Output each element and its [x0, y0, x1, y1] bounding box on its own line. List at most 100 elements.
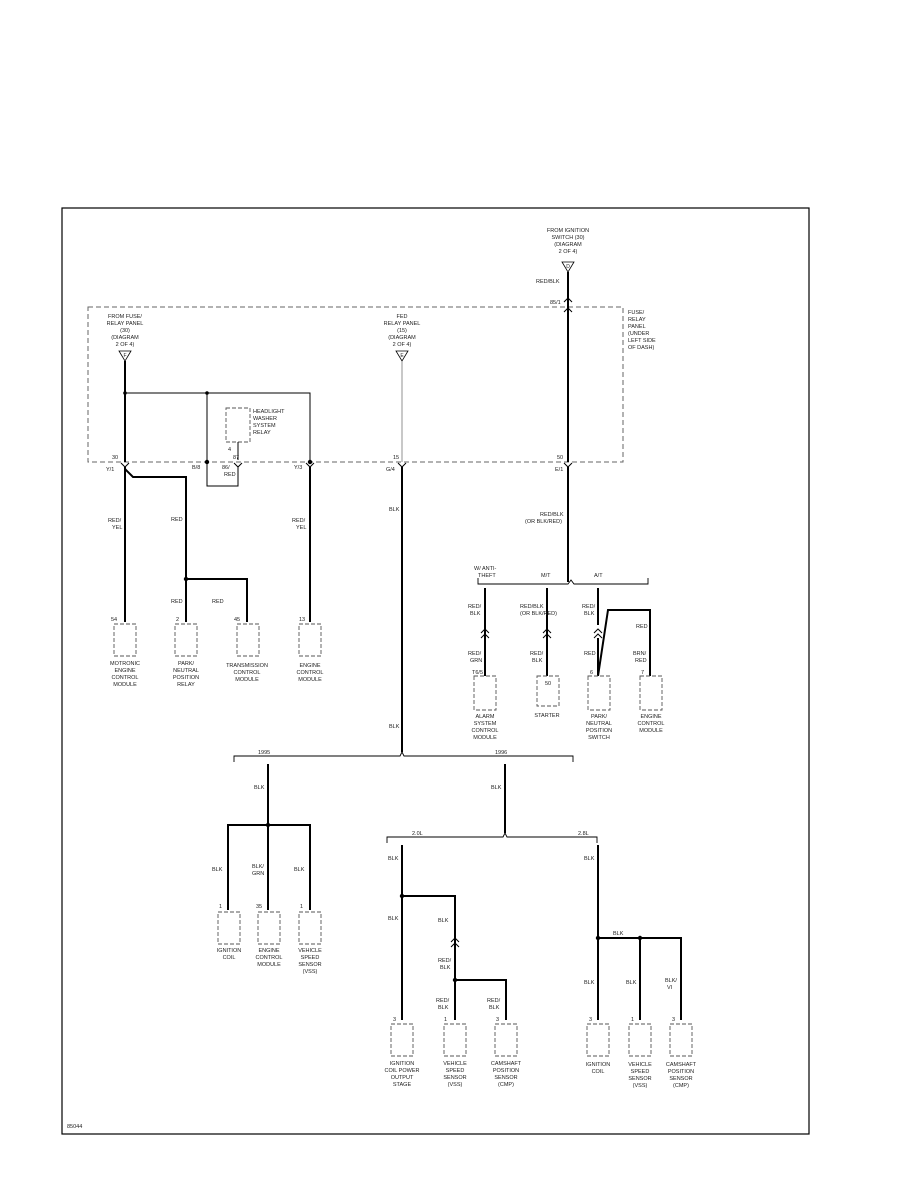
label-text: 50	[545, 681, 551, 687]
label-text: BLK	[388, 856, 399, 862]
label-text: PARK/	[591, 714, 608, 720]
label-text: CONTROL	[112, 675, 139, 681]
label-text: (DIAGRAM	[388, 335, 416, 341]
label-text: BLK	[470, 611, 481, 617]
fuse-relay-source: FROM FUSE/ RELAY PANEL (30) (DIAGRAM 2 O…	[107, 314, 143, 362]
label-text: RED/BLK	[520, 604, 544, 610]
label-text: 6	[590, 670, 593, 676]
label-text: 1	[300, 904, 303, 910]
label-text: RED/	[582, 604, 596, 610]
label-text: Y/3	[294, 465, 302, 471]
diagram-frame	[61, 207, 810, 1135]
label-text: 7	[641, 670, 644, 676]
label-text: IGNITION	[217, 948, 241, 954]
label-text: BLK	[389, 724, 400, 730]
ignition-switch-source: FROM IGNITION SWITCH (30) (DIAGRAM 2 OF …	[547, 228, 589, 273]
label-text: NEUTRAL	[173, 668, 199, 674]
label-text: SENSOR	[443, 1075, 466, 1081]
connector-symbol	[480, 628, 490, 639]
connector-symbol	[118, 350, 132, 362]
label-text: (OR BLK/RED)	[520, 611, 557, 617]
label-text: STARTER	[534, 713, 559, 719]
transmission-branch-bracket	[477, 578, 649, 585]
label-text: RED/	[438, 958, 452, 964]
label-text: RED	[636, 624, 648, 630]
label-text: POSITION	[668, 1069, 694, 1075]
label-text: 4	[228, 447, 231, 453]
label-text: RELAY	[253, 430, 271, 436]
label-text: RED	[171, 599, 183, 605]
label-text: CONTROL	[234, 670, 261, 676]
connector-symbol	[120, 462, 130, 468]
label-text: IGNITION	[390, 1061, 414, 1067]
label-text: CONTROL	[297, 670, 324, 676]
label-text: (CMP)	[498, 1082, 514, 1088]
label-text: A/T	[594, 573, 603, 579]
connector-chevron	[563, 297, 573, 303]
label-text: RELAY	[177, 682, 195, 688]
connector-symbol	[397, 462, 407, 468]
label-text: CONTROL	[256, 955, 283, 961]
engine-control-module-top	[298, 623, 322, 657]
alarm-system-control-module	[473, 675, 497, 711]
label-text: 13	[299, 617, 305, 623]
label-text: BLK	[212, 867, 223, 873]
label-text: SPEED	[446, 1068, 465, 1074]
label-text: 2 OF 4)	[116, 342, 135, 348]
splice-dot	[204, 459, 210, 465]
label-text: T6/5	[472, 670, 483, 676]
label-text: ENGINE	[299, 663, 320, 669]
label-text: RED/	[292, 518, 306, 524]
motronic-engine-control-module	[113, 623, 137, 657]
label-text: ENGINE	[114, 668, 135, 674]
connector-symbol	[563, 307, 573, 313]
label-text: VI	[667, 985, 673, 991]
label-text: 35	[256, 904, 262, 910]
label-text: D	[566, 264, 570, 270]
label-text: MODULE	[473, 735, 497, 741]
label-text: 45	[234, 617, 240, 623]
park-neutral-position-switch	[587, 675, 611, 711]
wire-segment	[455, 979, 507, 1020]
label-text: SENSOR	[628, 1076, 651, 1082]
starter	[536, 675, 560, 707]
connector-symbol	[593, 628, 603, 639]
fuse-relay-panel-box	[87, 306, 624, 463]
label-text: SPEED	[631, 1069, 650, 1075]
wire-segment	[206, 393, 239, 487]
label-text: BLK	[389, 507, 400, 513]
label-text: BLK	[388, 916, 399, 922]
label-text: (OR BLK/RED)	[525, 519, 562, 525]
label-text: 3	[589, 1017, 592, 1023]
label-text: RED/	[468, 651, 482, 657]
label-text: GRN	[252, 871, 264, 877]
label-text: SYSTEM	[474, 721, 497, 727]
label-text: BLK	[626, 980, 637, 986]
label-text: 85/1	[550, 300, 561, 306]
label-text: (VSS)	[633, 1083, 648, 1089]
label-text: WASHER	[253, 416, 277, 422]
label-text: (VSS)	[448, 1082, 463, 1088]
label-text: (DIAGRAM	[554, 242, 582, 248]
vehicle-speed-sensor-2-0l	[443, 1023, 467, 1057]
label-text: RELAY	[628, 317, 646, 323]
year-branch-bracket	[233, 750, 574, 762]
splice-dot	[123, 391, 127, 395]
label-text: FUSE/	[628, 310, 645, 316]
label-text: (UNDER	[628, 331, 649, 337]
label-text: SENSOR	[298, 962, 321, 968]
label-text: FROM IGNITION	[547, 228, 589, 234]
camshaft-position-sensor-2-8l	[669, 1023, 693, 1057]
ignition-coil-power-output-stage	[390, 1023, 414, 1057]
label-text: COIL	[592, 1069, 605, 1075]
label-text: FED	[397, 314, 408, 320]
engine-branch-bracket	[386, 831, 598, 843]
label-text: RED/	[487, 998, 501, 1004]
headlight-washer-relay	[225, 407, 251, 443]
label-text: SYSTEM	[253, 423, 276, 429]
label-text: LEFT SIDE	[628, 338, 656, 344]
label-text: 2.0L	[412, 831, 423, 837]
label-text: CONTROL	[638, 721, 665, 727]
label-text: MOTRONIC	[110, 661, 140, 667]
wire-label-redblk-or: RED/BLK	[540, 512, 564, 518]
